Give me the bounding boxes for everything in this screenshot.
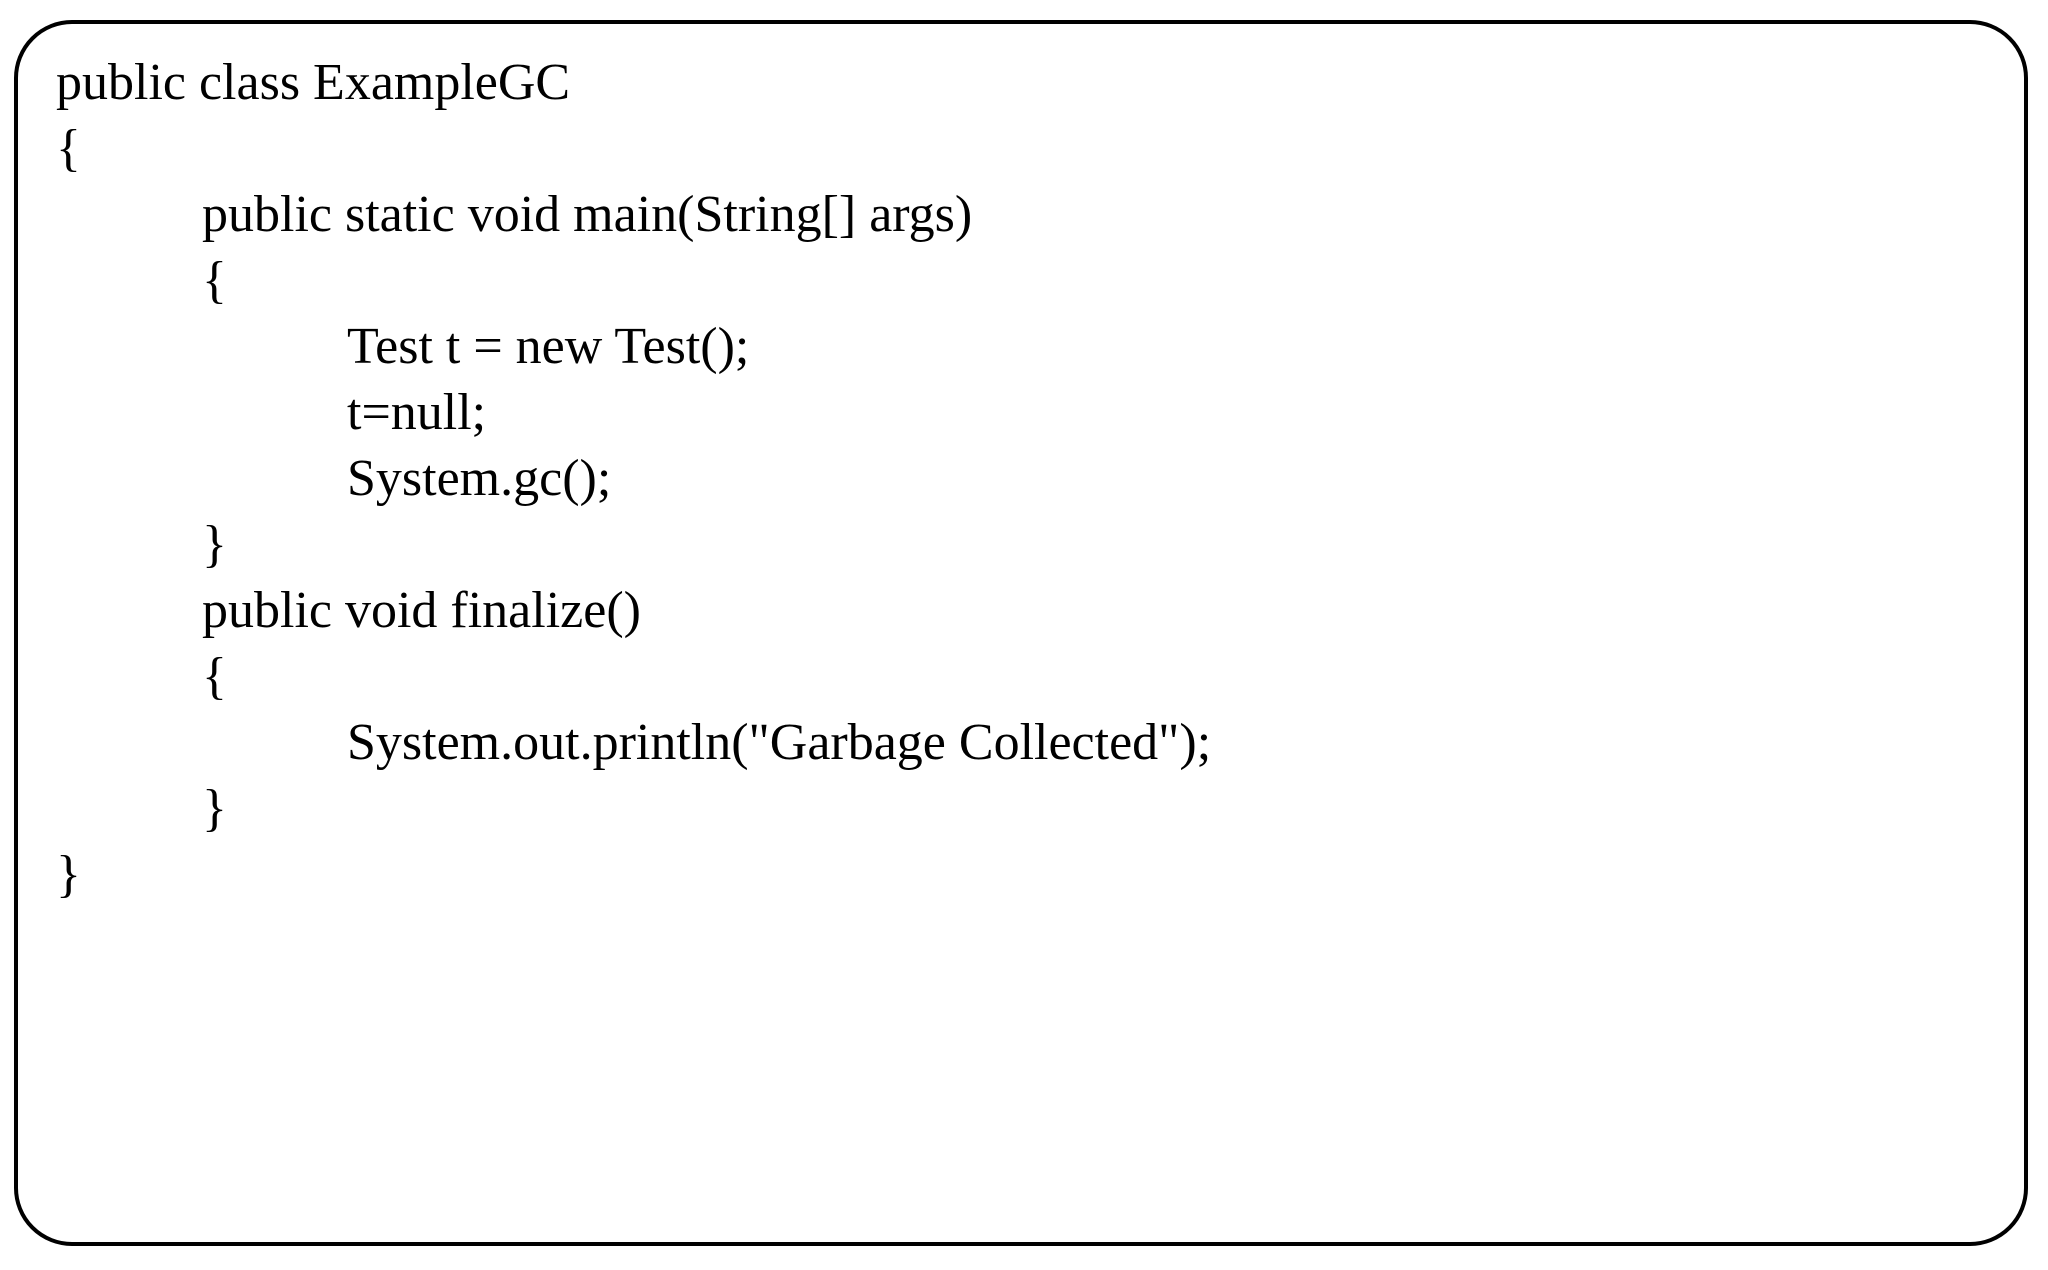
code-line: { [202, 252, 227, 309]
code-line: Test t = new Test(); [347, 318, 750, 375]
code-listing-frame: public class ExampleGC { public static voi… [14, 20, 2028, 1246]
code-line: public void finalize() [202, 582, 641, 639]
code-line: } [202, 780, 227, 837]
code-line: public class ExampleGC [56, 54, 571, 111]
code-line: } [202, 516, 227, 573]
code-line: System.gc(); [347, 450, 612, 507]
code-line: System.out.println("Garbage Collected"); [347, 714, 1212, 771]
code-line: public static void main(String[] args) [202, 186, 973, 243]
code-line: { [56, 120, 81, 177]
code-line: { [202, 648, 227, 705]
code-block: public class ExampleGC { public static voi… [56, 50, 2004, 908]
code-line: } [56, 846, 81, 903]
code-line: t=null; [347, 384, 487, 441]
